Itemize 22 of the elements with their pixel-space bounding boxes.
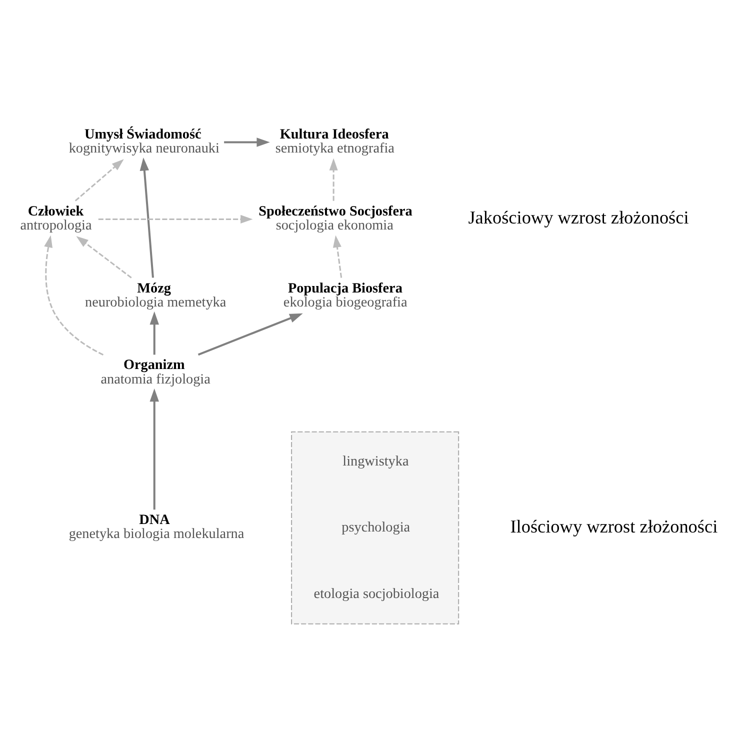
arrow <box>98 214 253 224</box>
arrow <box>224 138 270 147</box>
arrow <box>150 388 159 510</box>
node-text: Mózg neurobiologia memetyka <box>85 280 226 310</box>
node-box: lingwistyka psychologia etologia socjobiologia <box>291 431 460 624</box>
arrow <box>329 158 338 201</box>
node-text: Społeczeństwo Socjosfera socjologia ekonomia <box>258 203 412 234</box>
label: Ilościowy wzrost złożoności <box>510 516 718 536</box>
arrow <box>74 159 124 202</box>
node-text: Kultura Ideosfera semiotyka etnografia <box>275 126 394 157</box>
node-text: Populacja Biosfera ekologia biogeografia <box>283 280 408 310</box>
arrow <box>198 313 303 356</box>
node-text: DNA genetyka biologia molekularna <box>68 512 244 542</box>
node-text: Organizm anatomia fizjologia <box>100 357 210 388</box>
label: Jakościowy wzrost złożoności <box>468 208 689 228</box>
arrow <box>76 236 132 278</box>
node-text: Umysł Świadomość kognitywisyka neuronauki <box>68 126 220 157</box>
node-text: Człowiek antropologia <box>20 203 92 234</box>
arrow <box>44 235 104 356</box>
arrow <box>150 311 159 355</box>
arrow <box>140 157 154 278</box>
arrow <box>332 235 342 278</box>
